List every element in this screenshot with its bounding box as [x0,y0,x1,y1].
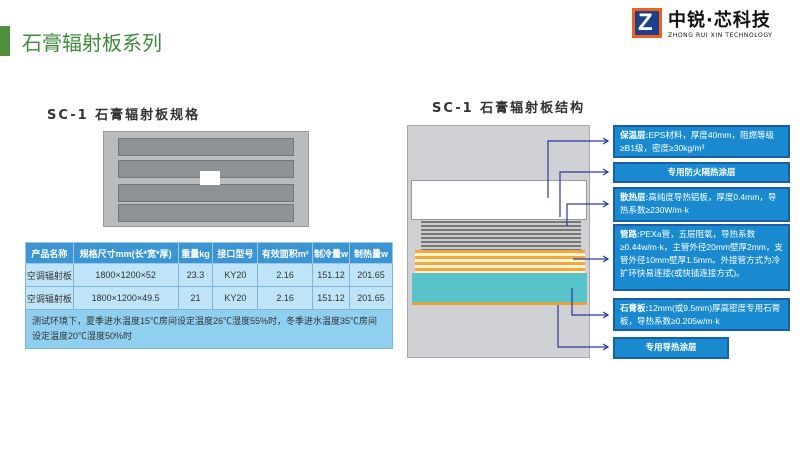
page-title: 石膏辐射板系列 [22,31,162,55]
company-logo: Z 中锐·芯科技 ZHONG RUI XIN TECHNOLOGY [632,8,792,44]
col-header: 制冷量w [312,242,351,264]
logo-name: 中锐·芯科技 [668,10,771,31]
callout-pipe: 管路:PEXa管，五层阻氧，导热系数≥0.44w/m·k，主管外径20mm壁厚2… [613,224,790,291]
title-accent-bar [0,26,10,56]
col-header: 规格尺寸mm(长*宽*厚) [72,242,179,264]
cell: 空调辐射板 [25,286,74,310]
cell: 151.12 [312,286,351,310]
cell: 23.3 [177,263,214,287]
gypsum-layer [412,273,587,305]
cell: 21 [177,286,214,310]
logo-english: ZHONG RUI XIN TECHNOLOGY [668,32,773,39]
callout-fire-coating: 专用防火隔热涂层 [613,162,790,183]
col-header: 有效面积m² [257,242,314,264]
spec-section-title: SC-1 石膏辐射板规格 [47,108,201,123]
callout-heat-spreader: 散热层:高纯度导热铝板，厚度0.4mm，导热系数≥230W/m·k [613,187,790,222]
structure-section-title: SC-1 石膏辐射板结构 [432,101,586,116]
cell: 2.16 [257,263,314,287]
aluminum-layer [421,221,581,251]
cell: 201.65 [349,263,393,287]
panel-spec-image [103,131,309,227]
col-header: 制热量w [349,242,393,264]
callout-gypsum: 石膏板:12mm(或9.5mm)厚高密度专用石膏板，导热系数≥0.205w/m·… [613,298,790,331]
cell: KY20 [212,286,259,310]
eps-layer [411,180,587,220]
col-header: 重量kg [177,242,214,264]
test-condition-note: 测试环境下，夏季进水温度15℃房间设定温度26℃湿度55%时，冬季进水温度35℃… [25,309,393,349]
callout-thermal-coating: 专用导热涂层 [613,337,729,359]
cell: 201.65 [349,286,393,310]
cell: 151.12 [312,263,351,287]
callout-insulation: 保温层:EPS材料，厚度40mm，阻燃等级≥B1级，密度≥30kg/m³ [613,125,790,158]
cell: 1800×1200×52 [72,263,179,287]
col-header: 接口型号 [212,242,259,264]
logo-mark-icon: Z [632,8,662,38]
spec-table: 产品名称 规格尺寸mm(长*宽*厚) 重量kg 接口型号 有效面积m² 制冷量w… [25,242,393,349]
